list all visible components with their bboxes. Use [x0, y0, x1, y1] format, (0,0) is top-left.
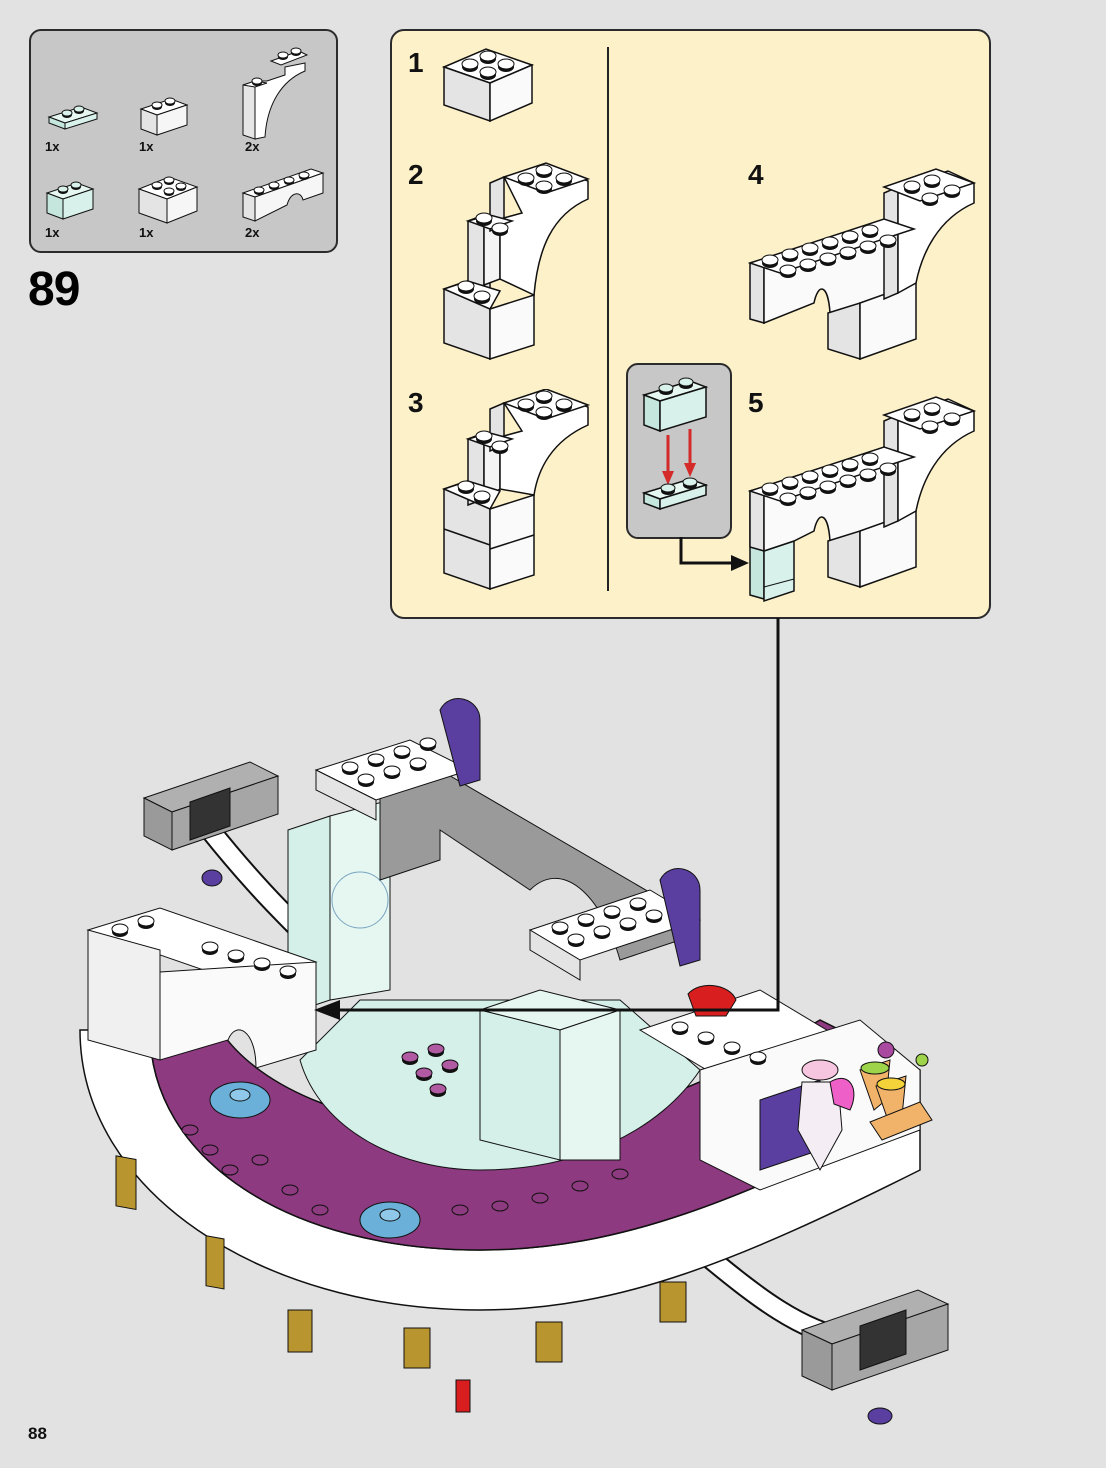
part-qty: 1x	[45, 139, 60, 154]
callout-art	[641, 377, 709, 511]
part-arch-1x4-white	[241, 165, 327, 225]
substep-number: 1	[408, 47, 424, 78]
substep-5-art	[747, 391, 978, 610]
part-plate-1x2-aqua	[45, 101, 101, 133]
part-qty: 1x	[45, 225, 60, 240]
substep-3-art	[441, 388, 592, 600]
callout-arrow-icon	[679, 537, 749, 571]
substep-number: 4	[748, 159, 764, 190]
column-divider	[607, 47, 609, 591]
part-arch-curved-white	[241, 45, 311, 141]
substep-number: 2	[408, 159, 424, 190]
part-qty: 1x	[139, 139, 154, 154]
placement-arrow-icon	[314, 618, 780, 1020]
parts-list-panel: 1x 1x 2x 1x	[29, 29, 338, 253]
subassembly-panel: 1 2	[390, 29, 991, 619]
part-brick-1x2-white	[139, 95, 191, 139]
substep-number: 3	[408, 387, 424, 418]
step-number: 89	[28, 263, 80, 316]
substep-number: 5	[748, 387, 764, 418]
part-qty: 2x	[245, 139, 260, 154]
part-brick-2x2-white	[137, 171, 201, 227]
main-model-illustration	[60, 690, 960, 1435]
substep-1-art	[441, 45, 538, 130]
part-qty: 2x	[245, 225, 260, 240]
part-brick-1x2-aqua	[45, 179, 97, 223]
substep-2-art	[441, 159, 592, 370]
callout-box	[626, 363, 732, 539]
substep-4-art	[747, 163, 978, 368]
page-number: 88	[28, 1424, 47, 1443]
part-qty: 1x	[139, 225, 154, 240]
